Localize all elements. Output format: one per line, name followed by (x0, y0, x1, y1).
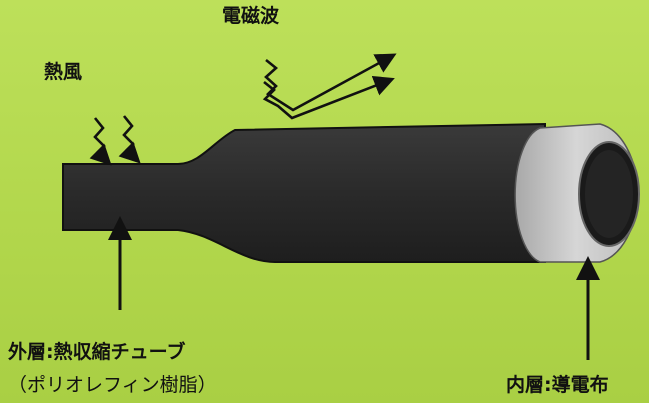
outer-material-label: （ポリオレフィン樹脂） (8, 374, 217, 396)
em-wave-label: 電磁波 (222, 5, 280, 27)
outer-heat-shrink-tube (62, 122, 546, 263)
em-wave-arrows (262, 53, 397, 120)
hot-air-arrows (89, 115, 141, 166)
tube-inner-rim (585, 150, 633, 238)
inner-layer-label: 内層:導電布 (506, 374, 609, 396)
hot-air-label: 熱風 (44, 61, 83, 83)
outer-layer-label: 外層:熱収縮チューブ (8, 341, 186, 363)
